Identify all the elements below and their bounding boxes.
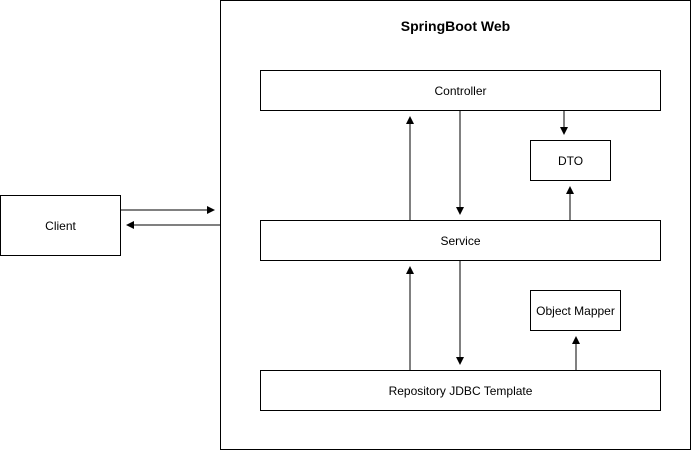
- object-mapper-box[interactable]: Object Mapper: [530, 290, 621, 331]
- client-box[interactable]: Client: [0, 195, 121, 256]
- service-box[interactable]: Service: [260, 220, 661, 261]
- container-title: SpringBoot Web: [400, 18, 511, 34]
- dto-box[interactable]: DTO: [530, 140, 611, 181]
- repository-box[interactable]: Repository JDBC Template: [260, 370, 661, 411]
- controller-box[interactable]: Controller: [260, 70, 661, 111]
